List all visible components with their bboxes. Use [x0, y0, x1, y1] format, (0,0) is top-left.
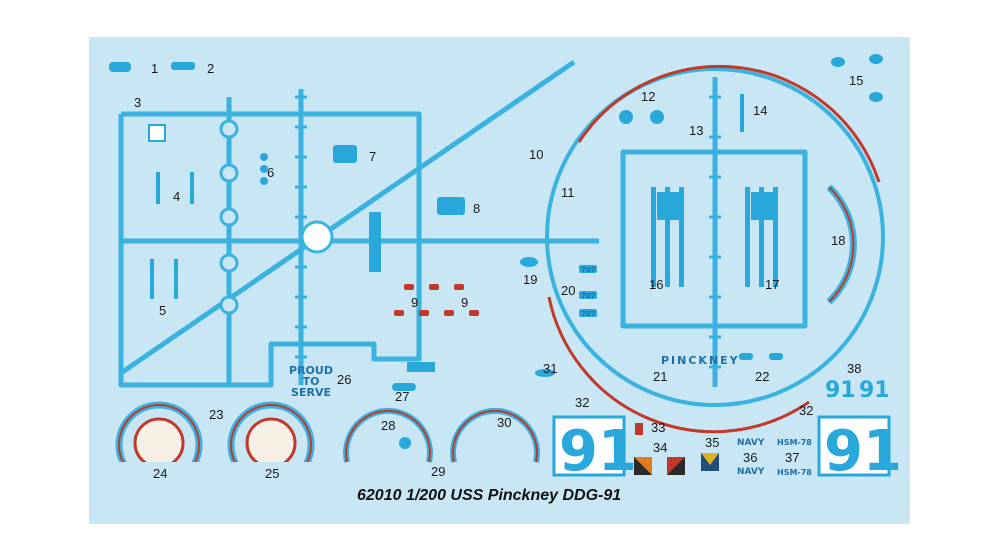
part-number-label: 32	[799, 403, 813, 418]
flight-deck-circle	[545, 64, 885, 434]
navy-text: NAVY	[737, 467, 765, 477]
flag-35	[701, 453, 719, 471]
navy-text: NAVY	[737, 438, 765, 448]
arc-29	[343, 407, 433, 463]
part-number-label: 31	[543, 361, 557, 376]
flag-34	[634, 457, 652, 475]
decal-artwork: 91 91 91 91	[109, 54, 902, 504]
sprue-ticks	[295, 95, 721, 369]
part-number-label: 19	[523, 272, 537, 287]
part-number-label: 37	[785, 450, 799, 465]
strip-17	[745, 187, 778, 287]
hsm-text: HSM-78	[777, 468, 812, 477]
hull-number-right: 91	[817, 415, 902, 484]
part-number-label: 9	[461, 295, 468, 310]
part-number-label: 21	[653, 369, 667, 384]
part-number-label: 10	[529, 147, 543, 162]
part-number-label: 30	[497, 415, 511, 430]
part-number-label: 18	[831, 233, 845, 248]
serve-text: SERVE	[291, 386, 331, 399]
hsm-text: HSM-78	[777, 438, 812, 447]
part-number-label: 13	[689, 123, 703, 138]
strip-4-5	[150, 172, 194, 299]
small-decals	[109, 54, 883, 449]
red-dots-9	[394, 284, 479, 316]
hull-number-text: 91	[824, 419, 902, 484]
to-text: TO	[303, 375, 320, 388]
part-number-label: 7	[369, 149, 376, 164]
part-number-label: 20	[561, 283, 575, 298]
hull-number-left: 91	[552, 415, 637, 484]
strip-16	[651, 187, 684, 287]
part-number-label: 22	[755, 369, 769, 384]
part-number-label: 1	[151, 61, 158, 76]
proud-text: PROUD	[289, 364, 333, 377]
sheet-footer-title: 62010 1/200 USS Pinckney DDG-91	[357, 487, 621, 504]
roundel-24	[114, 401, 204, 492]
arc-30	[450, 407, 540, 463]
part-number-label: 25	[265, 466, 279, 481]
part-number-label: 26	[337, 372, 351, 387]
arc-18	[826, 184, 857, 305]
part-number-label: 3	[134, 95, 141, 110]
roundel-25	[226, 401, 316, 492]
sprue-knobs	[219, 119, 334, 315]
part-number-label: 23	[209, 407, 223, 422]
code-707: 707	[581, 310, 596, 318]
part-number-label: 9	[411, 295, 418, 310]
decal-sheet: 91 91 91 91	[89, 37, 910, 524]
part-number-label: 5	[159, 303, 166, 318]
flag-36	[667, 457, 685, 475]
marker-33	[635, 423, 643, 435]
part-number-label: 28	[381, 418, 395, 433]
part-numbers: 1 2 3 4 5 6 7 8 9 9 10 11 12 13 14 15 16…	[134, 61, 863, 481]
ship-name-text: PINCKNEY	[661, 354, 740, 367]
part-number-label: 27	[395, 389, 409, 404]
part-number-label: 2	[207, 61, 214, 76]
code-707: 707	[581, 266, 596, 274]
part-number-label: 33	[651, 420, 665, 435]
part-number-label: 11	[561, 185, 575, 200]
part-number-label: 14	[753, 103, 767, 118]
part-number-label: 38	[847, 361, 861, 376]
part-number-label: 17	[765, 277, 779, 292]
small-hull-number: 91	[825, 378, 856, 403]
small-hull-number: 91	[859, 378, 890, 403]
part-number-label: 6	[267, 165, 274, 180]
part-number-label: 16	[649, 277, 663, 292]
part-number-label: 36	[743, 450, 757, 465]
sprue-frame	[118, 59, 808, 388]
part-number-label: 4	[173, 189, 180, 204]
part-number-label: 8	[473, 201, 480, 216]
part-number-label: 24	[153, 466, 167, 481]
code-707: 707	[581, 292, 596, 300]
part-number-label: 34	[653, 440, 667, 455]
part-number-label: 12	[641, 89, 655, 104]
part-number-label: 32	[575, 395, 589, 410]
hull-number-text: 91	[559, 419, 637, 484]
part-number-label: 29	[431, 464, 445, 479]
part-number-label: 15	[849, 73, 863, 88]
part-number-label: 35	[705, 435, 719, 450]
